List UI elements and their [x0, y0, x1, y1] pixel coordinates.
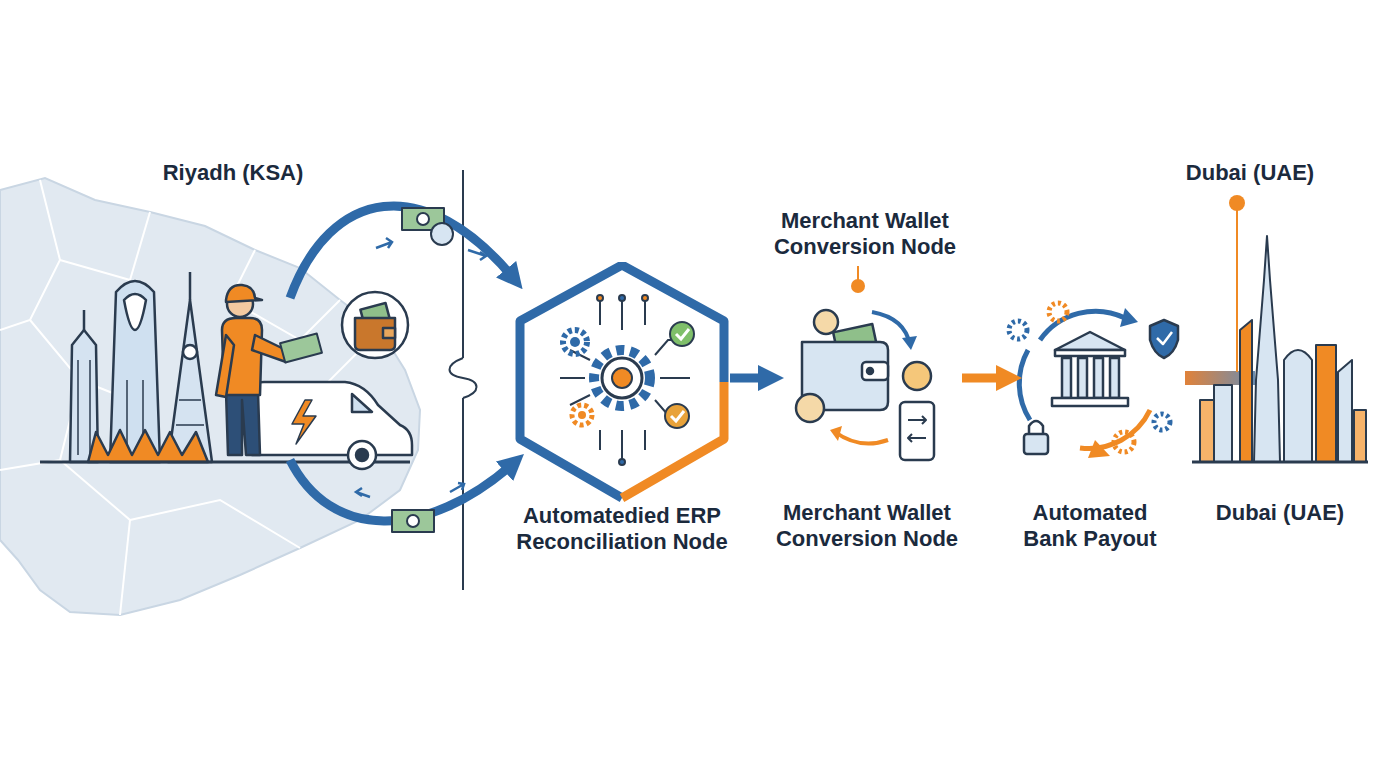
node-label: Merchant Wallet Conversion Node: [770, 208, 960, 260]
wallet-node: Merchant Wallet Conversion NodeMerchant …: [772, 205, 962, 556]
flow-arrow: [962, 374, 1010, 383]
flow-arrow: [1165, 371, 1185, 385]
flow-arrow: [730, 374, 772, 383]
city-node: Dubai (UAE)Dubai (UAE): [1185, 158, 1375, 555]
node-label: Dubai (UAE): [1205, 500, 1355, 526]
node-label: Merchant Wallet Conversion Node: [772, 500, 962, 552]
city-node: Riyadh (KSA): [55, 158, 290, 470]
node-label: Dubai (UAE): [1175, 160, 1325, 186]
node-label: Automated Bank Payout: [1013, 500, 1168, 552]
node-label: Riyadh (KSA): [133, 160, 333, 186]
flow-arrow: [290, 206, 515, 298]
reconciliation-hexagon: Automatedied ERP Reconciliation Node: [515, 262, 730, 585]
bank-node: Automated Bank Payout: [1010, 290, 1165, 556]
node-label: Automatedied ERP Reconciliation Node: [515, 503, 730, 555]
